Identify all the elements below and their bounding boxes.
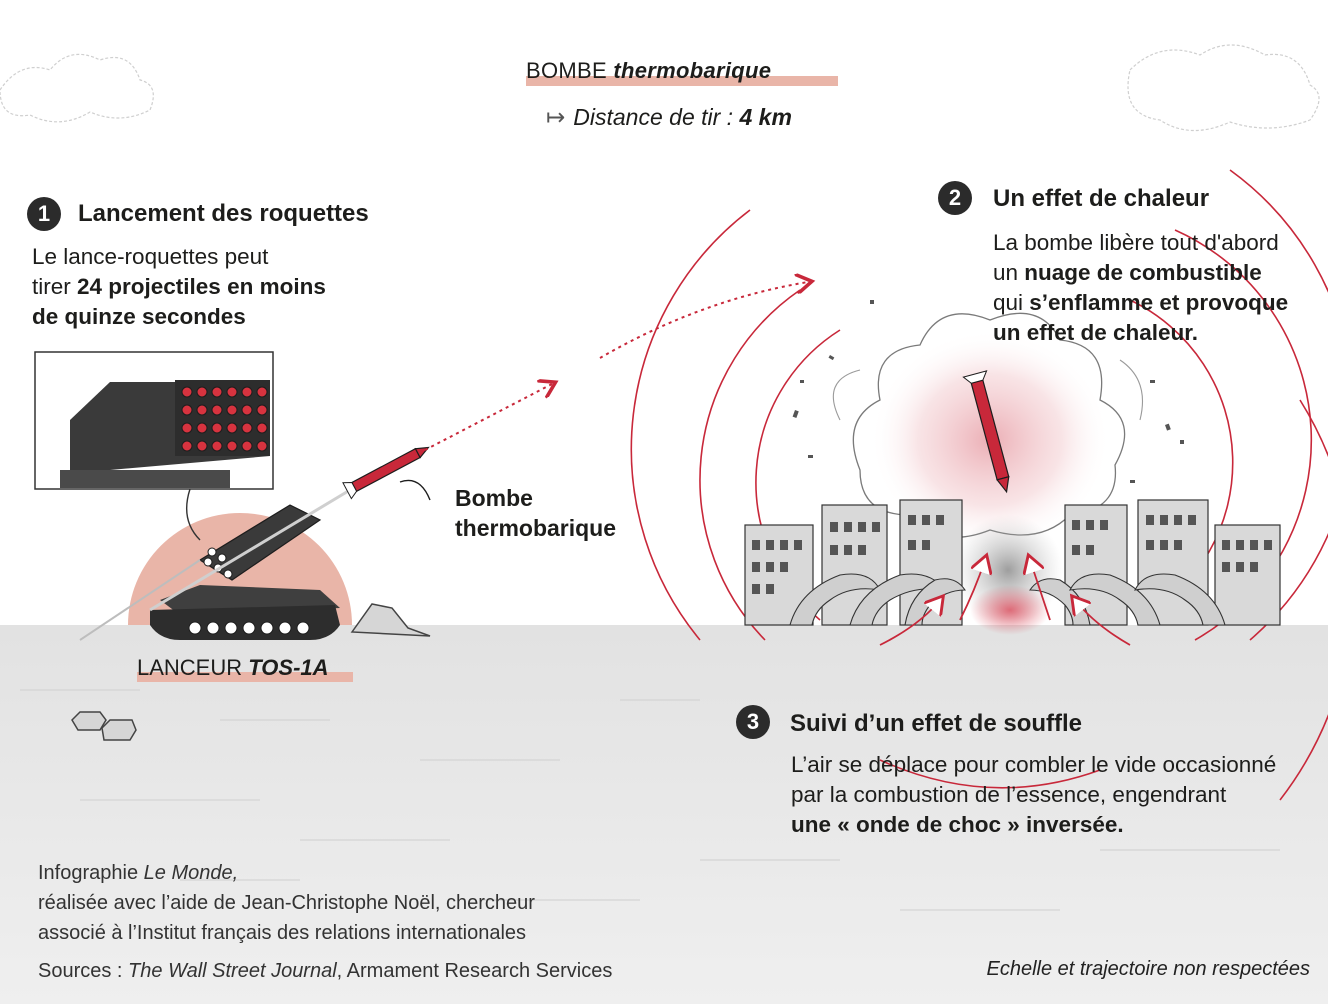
step2-line2-plain: un	[993, 260, 1025, 285]
step2-line4-bold: un effet de chaleur.	[993, 320, 1199, 345]
step1-text: Le lance-roquettes peut tirer 24 project…	[32, 242, 392, 332]
exhaust-trail	[79, 559, 201, 641]
step2-number-badge: 2	[938, 181, 972, 215]
title-emphasis: thermobarique	[613, 58, 772, 83]
ground	[0, 625, 1328, 1004]
bomb-label-line1: Bombe	[455, 485, 533, 511]
rocket-pod-detail-icon	[60, 380, 270, 488]
bomb-label: Bombe thermobarique	[455, 483, 616, 543]
step1-line2-bold: 24 projectiles en moins	[77, 274, 326, 299]
launch-trail	[149, 488, 351, 612]
step3-line2: par la combustion de l’essence, engendra…	[791, 782, 1227, 807]
step2-line1: La bombe libère tout d'abord	[993, 230, 1279, 255]
trajectory-2	[599, 282, 808, 359]
step2-text: La bombe libère tout d'abord un nuage de…	[993, 228, 1323, 348]
step3-heading: Suivi d’un effet de souffle	[790, 710, 1083, 737]
ground-texture	[20, 689, 1280, 911]
launcher-underline	[137, 672, 353, 682]
rocks-icon	[71, 603, 431, 741]
launcher-prefix: LANCEUR	[137, 655, 243, 680]
range-value: 4 km	[739, 104, 792, 130]
step2-heading: Un effet de chaleur	[993, 185, 1210, 212]
sources-italic: The Wall Street Journal	[128, 960, 337, 982]
step3-number-badge: 3	[736, 705, 770, 739]
credits-line1-plain: Infographie	[38, 862, 144, 884]
sources-rest: , Armament Research Services	[336, 960, 613, 982]
credits-line2: réalisée avec l’aide de Jean-Christophe …	[38, 892, 535, 914]
step3-line3-bold: une « onde de choc » inversée.	[791, 812, 1124, 837]
firing-range: ↦ Distance de tir : 4 km	[546, 104, 792, 131]
range-label: Distance de tir :	[573, 104, 734, 130]
air-flow-arrows	[879, 560, 1131, 646]
credits-line1-italic: Le Monde,	[143, 862, 239, 884]
debris	[792, 300, 1184, 483]
step2-line3-bold: s’enflamme et provoque	[1029, 290, 1289, 315]
credits: Infographie Le Monde, réalisée avec l’ai…	[38, 858, 658, 986]
step1-line2-plain: tirer	[32, 274, 77, 299]
scale-note: Echelle et trajectoire non respectées	[986, 958, 1310, 980]
bomb-impact-icon	[962, 370, 1010, 494]
credits-line3: associé à l’Institut français des relati…	[38, 922, 527, 944]
step1-line3-bold: de quinze secondes	[32, 304, 246, 329]
bomb-rocket-icon	[342, 446, 430, 500]
launcher-name: TOS-1A	[248, 655, 329, 680]
step2-line3-plain: qui	[993, 290, 1030, 315]
building-windows	[752, 515, 1272, 594]
inset-pointer	[186, 488, 201, 541]
bomb-label-pointer	[399, 479, 431, 501]
step1-line1: Le lance-roquettes peut	[32, 244, 269, 269]
step1-heading: Lancement des roquettes	[78, 200, 369, 227]
step1-number-badge: 1	[27, 197, 61, 231]
bomb-label-line2: thermobarique	[455, 515, 617, 541]
sources-label: Sources :	[38, 960, 129, 982]
step3-text: L’air se déplace pour combler le vide oc…	[791, 750, 1321, 840]
launcher-label: LANCEUR TOS-1A	[137, 655, 329, 681]
sky-clouds	[0, 44, 1320, 132]
step3-line1: L’air se déplace pour combler le vide oc…	[791, 752, 1277, 777]
infographic-title: BOMBE thermobarique	[526, 58, 771, 84]
trajectory-1	[424, 384, 552, 451]
step2-line2-bold: nuage de combustible	[1024, 260, 1262, 285]
range-arrow-icon: ↦	[546, 104, 566, 130]
title-prefix: BOMBE	[526, 58, 607, 83]
